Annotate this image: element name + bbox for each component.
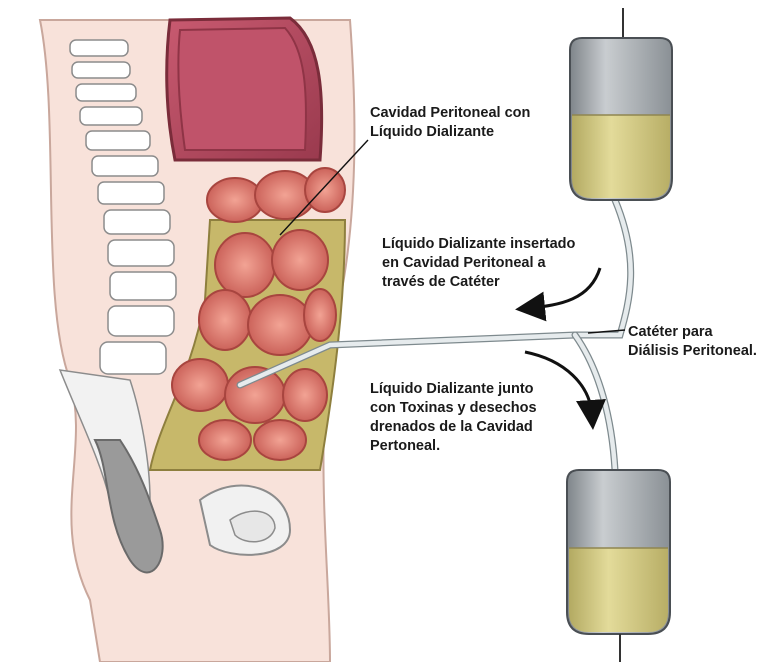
label-fluid-drained: Líquido Dializante junto con Toxinas y d… xyxy=(370,380,537,456)
label-fluid-inserted: Líquido Dializante insertado en Cavidad … xyxy=(382,235,575,292)
upper-bag-icon xyxy=(570,8,672,200)
label-peritoneal-cavity: Cavidad Peritoneal con Líquido Dializant… xyxy=(370,104,530,142)
label-catheter: Catéter para Diálisis Peritoneal. xyxy=(628,323,757,361)
lower-bag-icon xyxy=(567,470,670,662)
